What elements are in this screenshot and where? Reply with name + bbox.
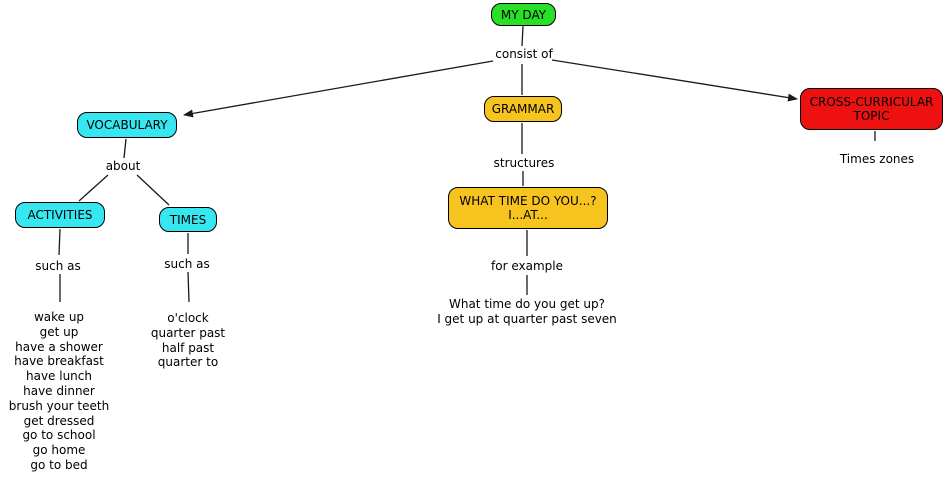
link-label-structures: structures <box>493 156 555 170</box>
times-zones-text: Times zones <box>839 152 915 166</box>
list-item: brush your teeth <box>8 398 110 413</box>
node-times[interactable]: TIMES <box>159 207 217 232</box>
list-item: have dinner <box>23 383 95 398</box>
list-item: go to bed <box>30 457 88 472</box>
list-item: What time do you get up? <box>448 297 606 311</box>
connector-activities-suchas <box>58 228 61 256</box>
list-item: go to school <box>22 428 96 443</box>
node-my-day[interactable]: MY DAY <box>491 3 556 26</box>
list-item: get up <box>39 324 79 339</box>
list-item: get dressed <box>23 413 95 428</box>
connector-suchas-times-list <box>187 271 190 303</box>
link-label-about: about <box>105 159 141 173</box>
connector-consistof-crosscurricular <box>551 59 798 102</box>
list-item: have a shower <box>15 339 103 354</box>
node-activities[interactable]: ACTIVITIES <box>15 202 105 228</box>
node-what-time-structure[interactable]: WHAT TIME DO YOU...? I...AT... <box>448 187 608 229</box>
link-label-such-as-times: such as <box>164 257 210 271</box>
connector-vocabulary-about <box>123 138 127 159</box>
link-label-consist-of: consist of <box>495 47 553 61</box>
node-vocabulary[interactable]: VOCABULARY <box>77 112 177 138</box>
link-label-such-as-activities: such as <box>35 259 81 273</box>
list-item: o'clock <box>167 311 209 325</box>
list-item: quarter past <box>150 325 226 340</box>
connector-consistof-vocabulary <box>183 60 494 118</box>
link-label-for-example: for example <box>491 259 563 273</box>
list-item: quarter to <box>157 355 219 370</box>
node-cross-curricular-topic[interactable]: CROSS-CURRICULAR TOPIC <box>800 88 943 130</box>
connector-about-activities <box>78 174 109 202</box>
connector-about-times <box>136 174 170 206</box>
list-item: have breakfast <box>14 354 104 369</box>
connector-myday-consistof <box>521 25 524 47</box>
list-item: I get up at quarter past seven <box>437 311 617 326</box>
list-item: half past <box>161 340 215 355</box>
list-item: have lunch <box>25 369 92 384</box>
list-item: go home <box>32 443 86 458</box>
example-sentences: What time do you get up?I get up at quar… <box>437 297 617 327</box>
node-grammar[interactable]: GRAMMAR <box>484 96 562 122</box>
list-item: wake up <box>33 310 85 324</box>
